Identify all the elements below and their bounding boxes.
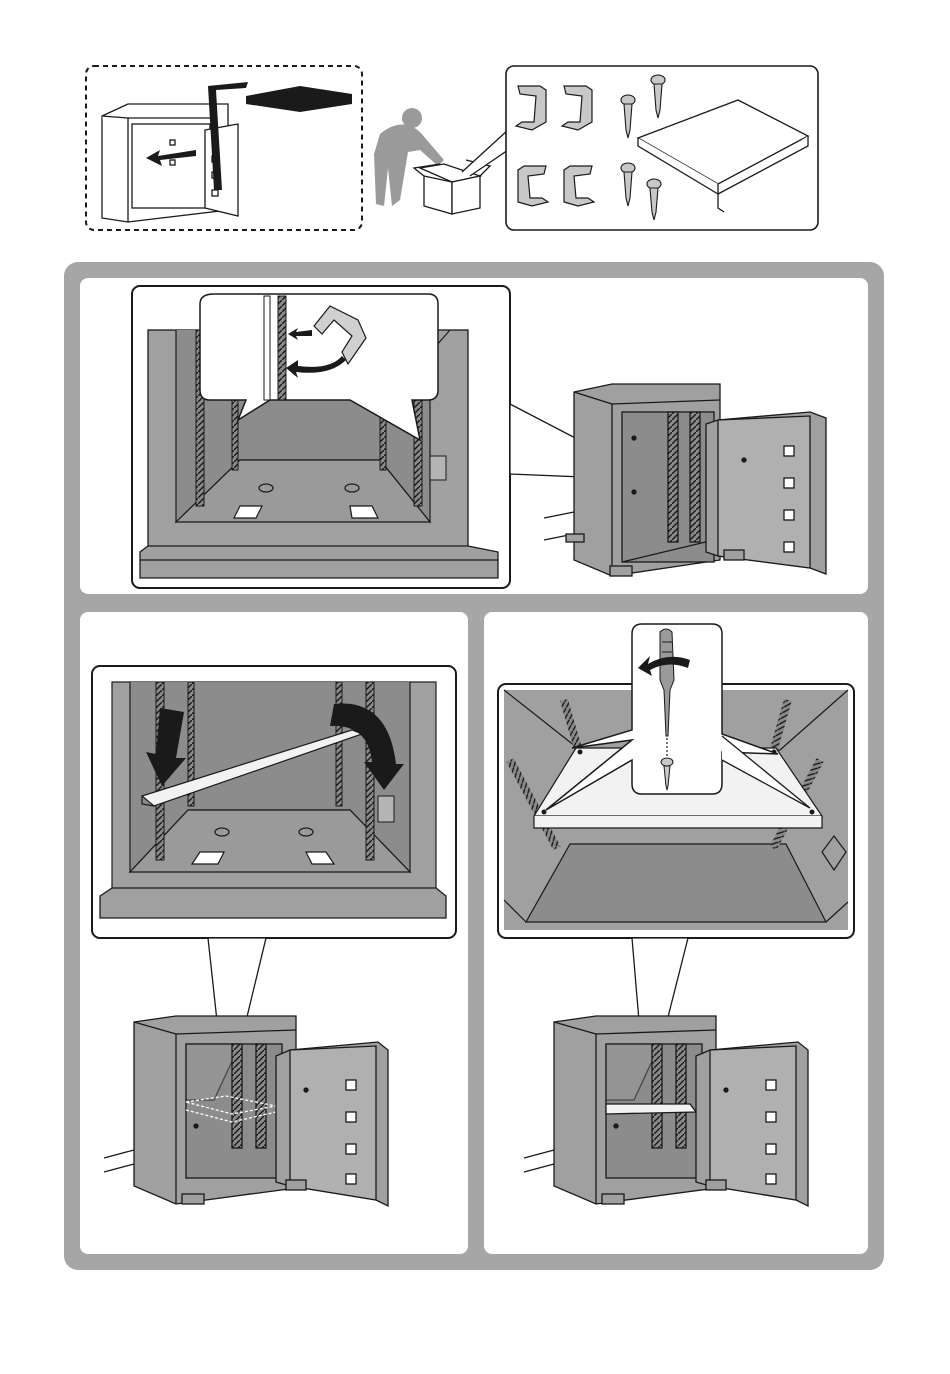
step-attach-brackets	[80, 278, 868, 594]
step-place-shelf	[80, 612, 468, 1254]
safe-icon	[104, 1016, 388, 1206]
step-screw-shelf	[484, 612, 868, 1254]
rail-left-inner	[232, 400, 238, 470]
screw-icon	[661, 758, 673, 766]
shelf-closeup	[92, 666, 456, 938]
callout-pointer	[462, 130, 508, 176]
safe-icon	[524, 1016, 808, 1206]
shelf-installed	[606, 1104, 696, 1114]
step-unpack	[86, 66, 818, 230]
person-unpacking-box-icon	[374, 108, 490, 214]
